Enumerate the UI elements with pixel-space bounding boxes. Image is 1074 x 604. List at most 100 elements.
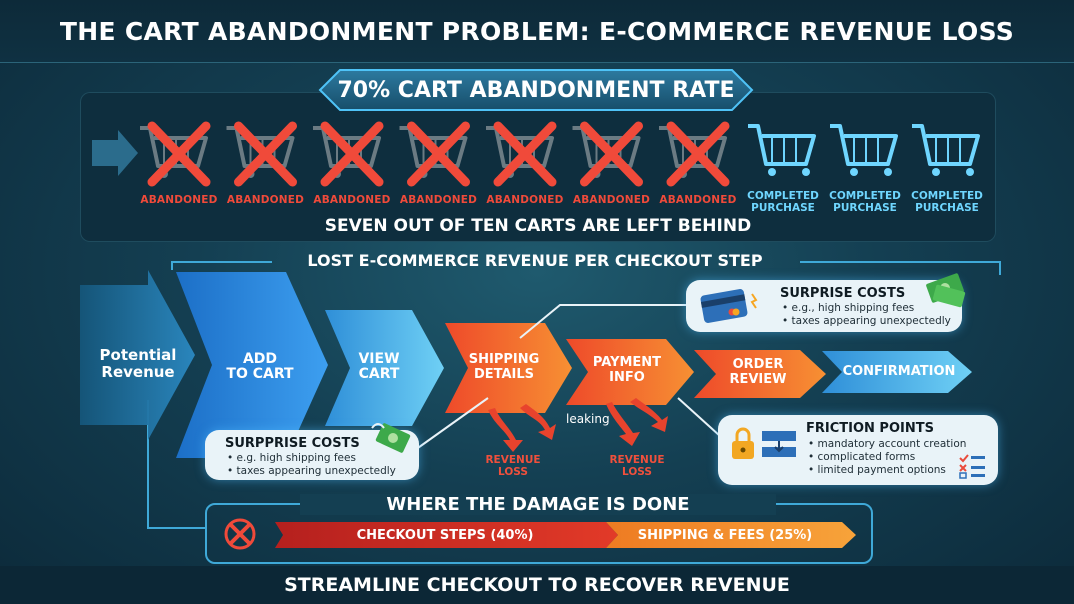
abandoned-label: ABANDONED: [140, 194, 218, 206]
step-label-line1: ORDER: [732, 357, 784, 372]
step-label-line2: REVIEW: [729, 372, 787, 387]
abandoned-label: ABANDONED: [399, 194, 478, 206]
revenue-loss-label-2: REVENUE LOSS: [602, 454, 672, 478]
abandoned-label: ABANDONED: [313, 194, 391, 206]
step-add-to-cart-shape: [176, 272, 328, 458]
callout-top-pointer: [519, 304, 690, 339]
cross-icon: [407, 121, 470, 187]
callout-right-pointer: [677, 397, 721, 437]
callout-right-line3: • limited payment options: [808, 464, 946, 476]
surprise-costs-callout-top: SURPRISE COSTS • e.g., high shipping fee…: [686, 280, 962, 332]
step-order-review-label: ORDER REVIEW: [714, 357, 802, 387]
completed-label-line1: COMPLETED: [911, 190, 983, 202]
completed-label-line1: COMPLETED: [747, 190, 819, 202]
abandoned-carts: [140, 121, 730, 187]
completed-cart-icon: [912, 124, 980, 176]
flow-left-line: [147, 400, 205, 529]
checkout-steps-bar: [275, 522, 618, 548]
surprise-costs-callout-left: SURPPRISE COSTS • e.g. high shipping fee…: [205, 430, 419, 480]
step-shipping-shape: [445, 323, 572, 413]
step-label-line2: CART: [358, 366, 400, 382]
damage-heading: WHERE THE DAMAGE IS DONE: [300, 494, 776, 515]
step-label-line1: VIEW: [358, 351, 400, 367]
abandoned-label: ABANDONED: [572, 194, 651, 206]
potential-revenue-arrow: [80, 270, 195, 440]
callout-top-line1: • e.g., high shipping fees: [782, 302, 915, 314]
flow-border-line: [171, 261, 1001, 275]
callout-top-line2: • taxes appearing unexpectedly: [782, 315, 951, 327]
abandoned-label: ABANDONED: [659, 194, 737, 206]
abandoned-label: ABANDONED: [226, 194, 305, 206]
callout-left-pointer: [407, 397, 489, 456]
checklist-icon: [959, 454, 985, 479]
footer-text: STREAMLINE CHECKOUT TO RECOVER REVENUE: [284, 574, 790, 596]
completed-label-line2: PURCHASE: [751, 202, 815, 214]
step-label-line2: INFO: [609, 370, 645, 385]
rate-banner-text: 70% CART ABANDONMENT RATE: [337, 77, 735, 103]
potential-revenue-label: Potential Revenue: [88, 347, 188, 381]
revenue-loss-line2: LOSS: [622, 466, 652, 478]
callout-right-line1: • mandatory account creation: [808, 438, 967, 450]
flying-money-icon: [371, 423, 411, 453]
credit-card-icon: [700, 289, 758, 323]
revenue-loss-line1: REVENUE: [609, 454, 665, 466]
cross-icon: [580, 121, 643, 187]
damage-x-icon: [224, 518, 256, 550]
step-label-line2: DETAILS: [473, 367, 535, 382]
callout-right-line2: • complicated forms: [808, 451, 916, 463]
checkout-steps-label: CHECKOUT STEPS (40%): [356, 528, 534, 543]
step-label-line1: ADD: [242, 351, 278, 367]
step-view-cart-shape: [325, 310, 444, 426]
abandoned-label: ABANDONED: [486, 194, 564, 206]
potential-label-line2: Revenue: [101, 363, 175, 381]
cross-icon: [234, 121, 297, 187]
callout-left-line1: • e.g. high shipping fees: [227, 452, 356, 464]
completed-label-line2: PURCHASE: [833, 202, 897, 214]
step-label-line2: TO CART: [226, 366, 294, 382]
potential-label-line1: Potential: [99, 346, 177, 364]
callout-top-title: SURPRISE COSTS: [780, 286, 906, 301]
shipping-fees-bar: [606, 522, 856, 548]
panel-arrow-icon: [92, 130, 138, 176]
shipping-fees-label: SHIPPING & FEES (25%): [637, 528, 813, 543]
step-payment-label: PAYMENT INFO: [584, 355, 670, 385]
step-add-to-cart-label: ADD TO CART: [215, 352, 305, 382]
completed-carts: [748, 124, 980, 176]
completed-cart-icon: [830, 124, 898, 176]
step-view-cart-label: VIEW CART: [348, 352, 410, 382]
completed-label-line1: COMPLETED: [829, 190, 901, 202]
cross-icon: [666, 121, 730, 187]
carts-caption: SEVEN OUT OF TEN CARTS ARE LEFT BEHIND: [324, 216, 752, 236]
cross-icon: [147, 121, 211, 187]
friction-points-callout: FRICTION POINTS • mandatory account crea…: [718, 415, 998, 485]
leak-arrows: [488, 398, 668, 452]
cross-icon: [320, 121, 384, 187]
cross-icon: [493, 121, 557, 187]
step-confirmation-label: CONFIRMATION: [836, 364, 962, 379]
revenue-loss-line2: LOSS: [498, 466, 528, 478]
step-shipping-label: SHIPPING DETAILS: [462, 352, 546, 382]
step-label-line1: PAYMENT: [592, 355, 662, 370]
rate-banner-shape: [318, 69, 754, 111]
step-payment-shape: [566, 339, 694, 405]
flow-heading: LOST E-COMMERCE REVENUE PER CHECKOUT STE…: [307, 251, 763, 270]
lock-form-icon: [732, 427, 796, 459]
step-order-review-shape: [694, 350, 826, 398]
step-label-line1: SHIPPING: [468, 352, 540, 367]
callout-left-title: SURPPRISE COSTS: [225, 436, 360, 451]
completed-cart-icon: [748, 124, 816, 176]
revenue-loss-line1: REVENUE: [485, 454, 541, 466]
footer-bar: STREAMLINE CHECKOUT TO RECOVER REVENUE: [0, 566, 1074, 604]
money-icon: [926, 273, 966, 308]
completed-label-line2: PURCHASE: [915, 202, 979, 214]
step-confirmation-shape: [822, 351, 972, 393]
main-title: THE CART ABANDONMENT PROBLEM: E-COMMERCE…: [59, 16, 1015, 46]
revenue-loss-label-1: REVENUE LOSS: [478, 454, 548, 478]
callout-left-line2: • taxes appearing unexpectedly: [227, 465, 396, 477]
callout-right-title: FRICTION POINTS: [806, 421, 934, 436]
step-label-line1: CONFIRMATION: [842, 364, 956, 379]
